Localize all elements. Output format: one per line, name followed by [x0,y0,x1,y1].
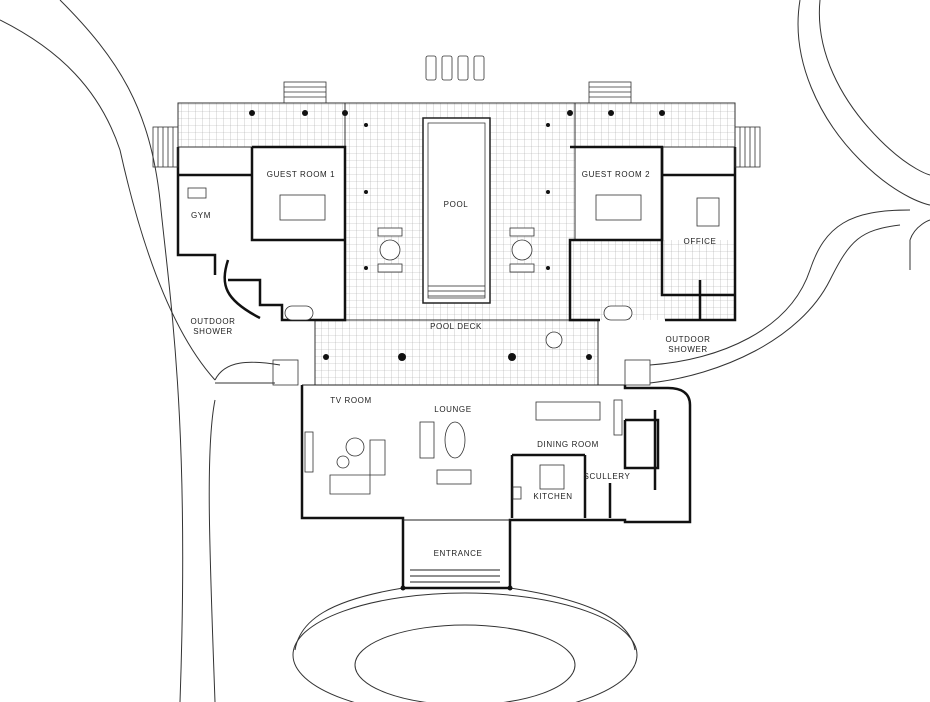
label-entrance: ENTRANCE [433,549,483,558]
label-outdoor-shower-right: OUTDOOR [665,335,711,344]
stairs [152,81,761,386]
label-outdoor-shower-right-2: SHOWER [668,345,708,354]
label-pool: POOL [443,200,469,209]
sun-loungers [425,55,485,81]
label-gym: GYM [190,211,212,220]
label-office: OFFICE [683,237,717,246]
inner-walls [302,384,625,583]
label-tv-room: TV ROOM [330,396,372,405]
label-pool-deck: POOL DECK [430,322,482,331]
label-outdoor-shower-left: OUTDOOR [190,317,236,326]
label-guest-room-1: GUEST ROOM 1 [266,170,336,179]
label-scullery: SCULLERY [583,472,631,481]
driveway [292,587,638,702]
label-lounge: LOUNGE [434,405,472,414]
pool [422,117,491,304]
columns [249,110,665,591]
label-guest-room-2: GUEST ROOM 2 [581,170,651,179]
label-kitchen: KITCHEN [533,492,573,501]
label-outdoor-shower-left-2: SHOWER [193,327,233,336]
walls [176,145,737,590]
label-dining-room: DINING ROOM [537,440,599,449]
furniture [187,187,720,500]
